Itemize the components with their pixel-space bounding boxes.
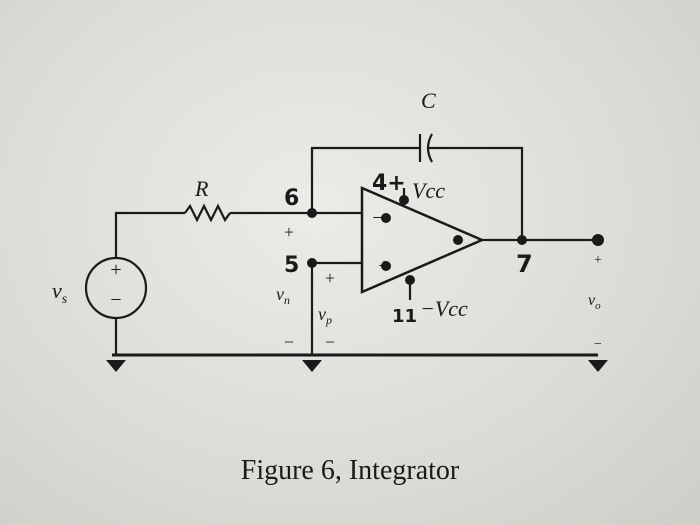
pin11-label: 11: [392, 306, 417, 327]
pin6-label: 6: [284, 186, 299, 211]
pin7-dot: [453, 235, 463, 245]
op-amp-icon: [360, 186, 486, 294]
vo-plus-sign: +: [594, 253, 602, 268]
ground-icon-right: [588, 360, 608, 372]
ground-icon-left: [106, 360, 126, 372]
pin5-label: 5: [284, 253, 299, 278]
vn-plus-sign: +: [284, 222, 294, 242]
inverting-sign: −: [372, 207, 383, 229]
source-minus-sign: −: [110, 289, 121, 311]
pin4-label: 4+: [372, 171, 406, 196]
feedback-left-wire: [310, 146, 420, 213]
ground-icon-mid: [302, 360, 322, 372]
pin5-dot: [381, 261, 391, 271]
pin6-dot: [381, 213, 391, 223]
feedback-right-wire: [428, 146, 524, 240]
source-plus-sign: +: [110, 259, 121, 281]
vp-plus-sign: +: [325, 268, 335, 288]
vo-minus-sign: −: [594, 337, 602, 352]
vo-label: vo: [588, 292, 601, 312]
vn-minus-sign: −: [284, 332, 294, 352]
resistor-label: R: [194, 176, 209, 201]
pin7-label: 7: [516, 250, 533, 278]
vp-minus-sign: −: [325, 332, 335, 352]
junction-inverting: [307, 208, 317, 218]
voltage-source-icon: [84, 256, 148, 320]
vp-label: vp: [318, 304, 332, 327]
resistor-icon: [184, 203, 231, 223]
source-label: vs: [52, 278, 68, 307]
vn-label: vn: [276, 284, 290, 307]
pos-supply-label: Vcc: [412, 178, 445, 203]
neg-supply-label: −Vcc: [420, 296, 468, 321]
figure-caption: Figure 6, Integrator: [240, 455, 460, 486]
capacitor-label: C: [421, 88, 436, 113]
source-top-wire: [114, 211, 185, 258]
